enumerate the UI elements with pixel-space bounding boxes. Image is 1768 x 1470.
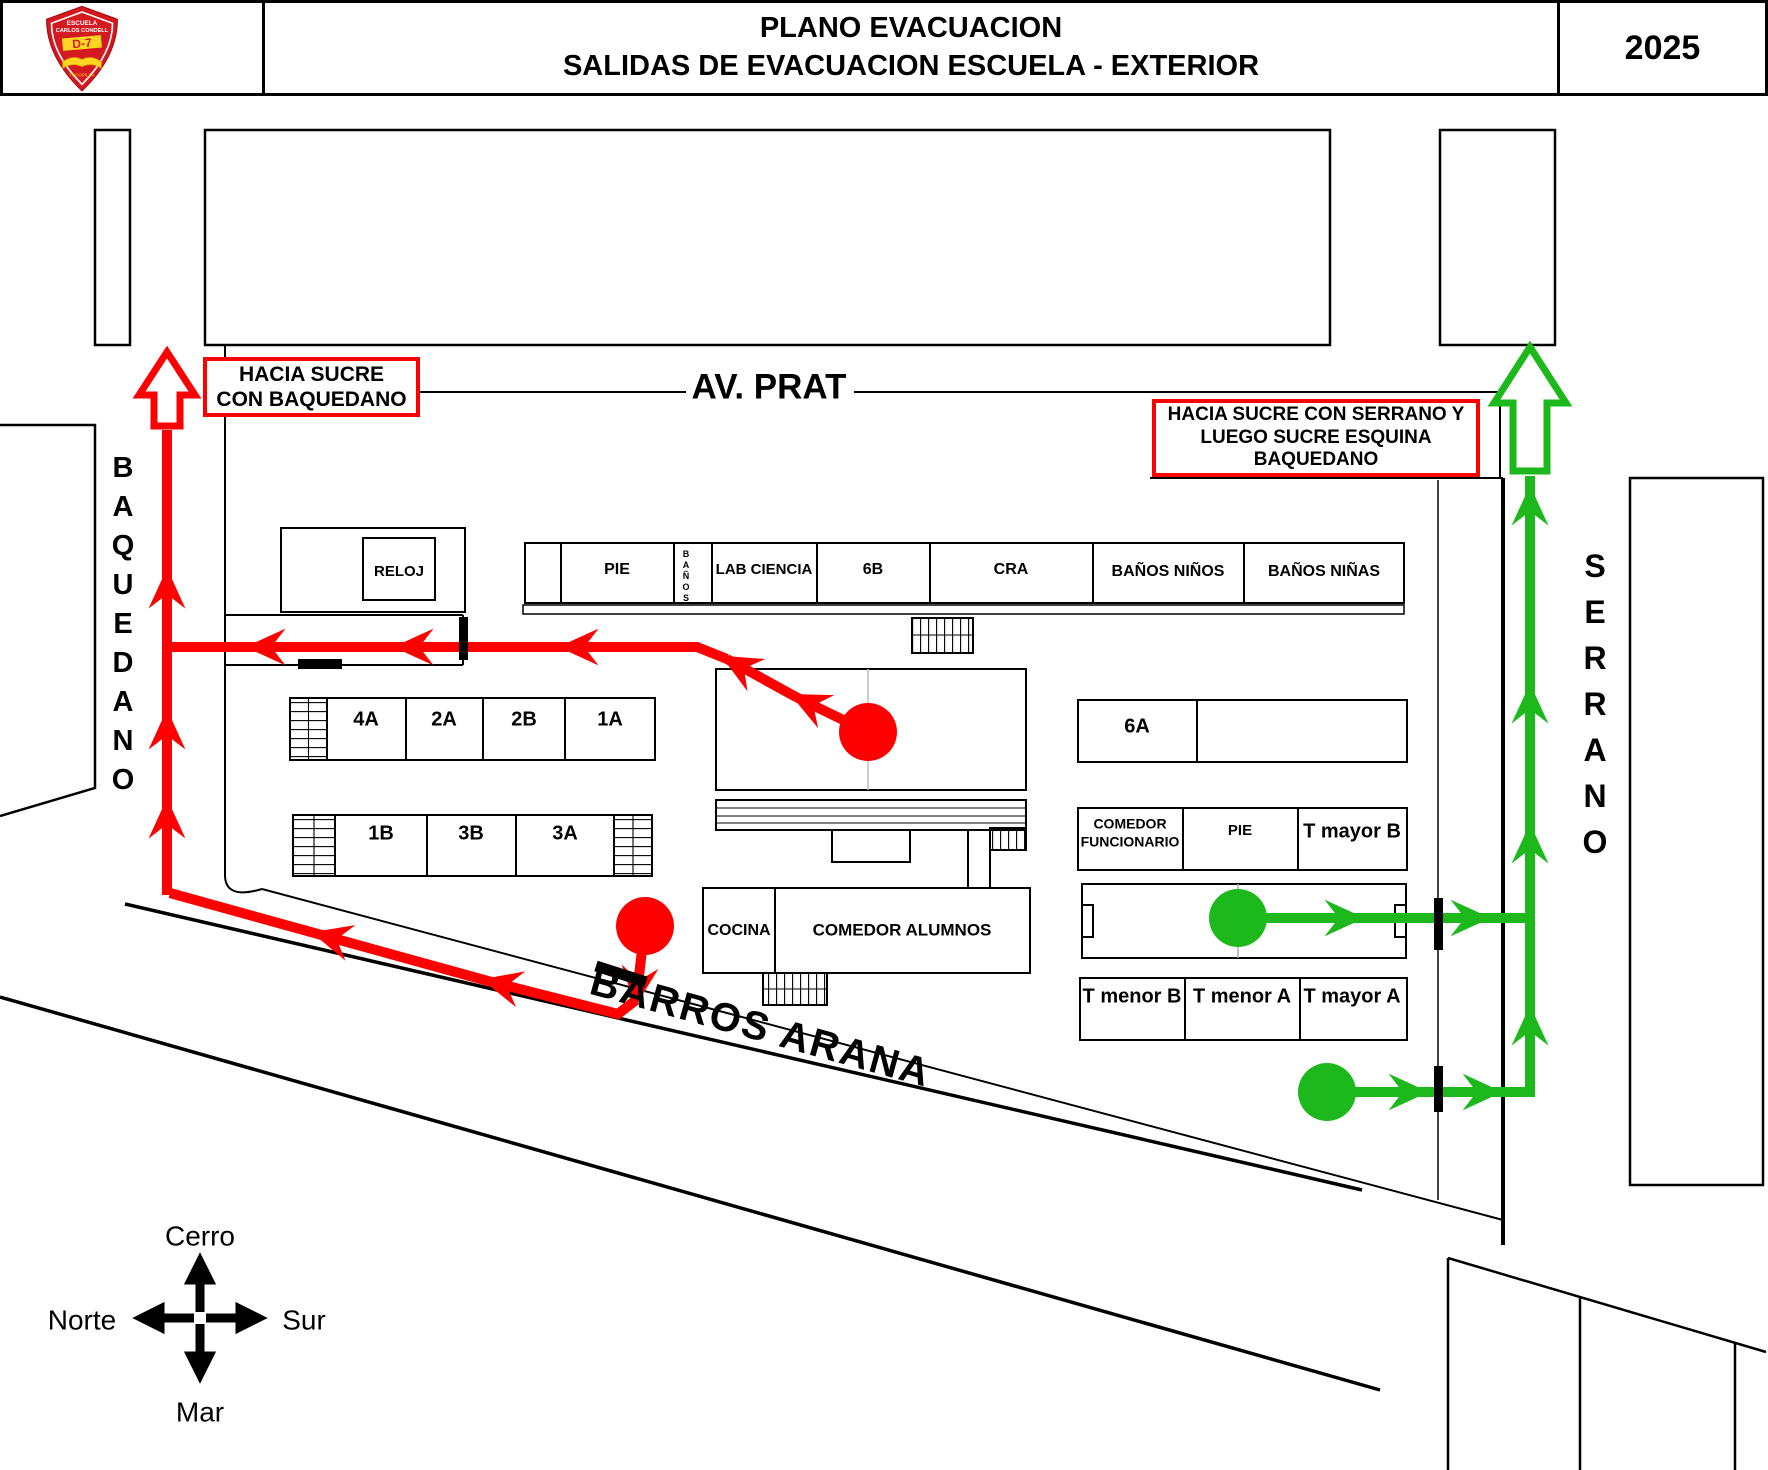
room-row-comedor-funcionario: COMEDOR FUNCIONARIO PIE T mayor B [1077,807,1408,871]
red-exit-label: HACIA SUCRE CON BAQUEDANO [203,357,420,417]
plan-year: 2025 [1624,28,1701,67]
compass-label-left: Norte [48,1304,116,1335]
gallery-steps [716,807,1026,824]
compass-center [194,1312,206,1324]
room-label: BAÑOS NIÑAS [1268,560,1380,580]
northeast-strip [1438,128,1557,347]
title-line2: SALIDAS DE EVACUACION ESCUELA - EXTERIOR [562,50,1260,82]
west-entry-corridor [225,614,464,666]
green-assembly-point [1298,1063,1356,1121]
room-label: LAB CIENCIA [716,561,813,578]
street-label-barros-arana: BARROS ARANA [585,959,935,1095]
red-assembly-point [839,703,897,761]
green-exit-line1: HACIA SUCRE CON SERRANO Y [1167,404,1465,426]
gates [298,617,1443,1112]
green-exit-label: HACIA SUCRE CON SERRANO Y LUEGO SUCRE ES… [1152,399,1480,477]
green-exit-arrow-icon [1487,340,1573,475]
green-exit-line2: LUEGO SUCRE ESQUINA [1200,426,1432,448]
east-sidewalk-block [1628,476,1765,1187]
red-exit-line1: HACIA SUCRE [238,362,385,386]
room-label: FUNCIONARIO [1081,834,1180,850]
room-label: CRA [994,561,1029,578]
green-assembly-point [1209,889,1267,947]
room-label: 4A [353,708,379,730]
north-corridor [522,604,1405,615]
room-label: T mayor B [1303,820,1401,842]
av-prat-label-bg [686,364,854,410]
north-block [203,128,1332,347]
room-label: 2A [431,708,457,730]
south-fence [261,888,1504,1221]
room-label: 6A [1124,715,1150,737]
dining-building: COCINA COMEDOR ALUMNOS [702,887,1031,1006]
gate [1434,1066,1443,1112]
room-label: 2B [511,708,537,730]
red-exit-arrow-icon [132,345,202,430]
logo-school-line2: CARLOS CONDELL [56,28,109,34]
room-label: PIE [1228,822,1252,839]
logo-school-line1: ESCUELA [67,20,98,27]
compass-label-up: Cerro [165,1220,235,1251]
room-label: 1B [368,822,394,844]
room-row-6a: 6A [1077,699,1408,763]
green-exit-line3: BAQUEDANO [1253,449,1379,471]
room-label: COMEDOR ALUMNOS [813,920,992,939]
central-hall [715,617,1027,888]
street-label-baquedano: BAQUEDANO [107,452,139,803]
staircase [989,827,1027,851]
room-row-t-menor: T menor B T menor A T mayor A [1079,977,1408,1041]
gate [594,960,648,988]
northwest-strip [93,128,132,347]
logo-book-icon [62,57,102,70]
barros-arana-north-edge [124,902,1363,1192]
red-evacuation-route [148,430,871,1020]
room-label: COMEDOR [1093,816,1166,832]
header: ESCUELA CARLOS CONDELL D-7 TOCOPILLA PLA… [0,0,1768,96]
barros-arana-south-edge [0,995,1381,1392]
compass-label-down: Mar [176,1396,224,1427]
compass-label-right: Sur [282,1304,326,1335]
room-label: PIE [604,561,630,578]
classroom-row-1b: 1B 3B 3A [292,814,653,877]
red-assembly-point [616,897,674,955]
logo-motto: TOCOPILLA [69,72,95,77]
room-label: T menor B [1083,985,1182,1007]
passage [967,830,991,888]
logo-code: D-7 [72,36,93,52]
page-title: PLANO EVACUACION SALIDAS DE EVACUACION E… [265,3,1560,93]
room-reloj: RELOJ [280,527,466,613]
room-label: T menor A [1193,985,1291,1007]
street-label-av-prat: AV. PRAT [692,367,847,406]
southeast-block [1446,1256,1767,1470]
room-label: 3B [458,822,484,844]
room-label: 6B [863,561,883,578]
title-line1: PLANO EVACUACION [759,12,1063,45]
header-logo-cell: ESCUELA CARLOS CONDELL D-7 TOCOPILLA [3,3,265,93]
room-label: BAÑOS NIÑOS [1112,560,1225,580]
room-label-banos: BAÑOS [681,549,691,604]
street-label-serrano: SERRANO [1577,548,1613,870]
compass: Cerro Mar Norte Sur [48,1220,326,1427]
gate [298,659,342,669]
classroom-row-4a: 4A 2A 2B 1A [289,697,656,761]
school-logo-icon: ESCUELA CARLOS CONDELL D-7 TOCOPILLA [46,5,118,92]
room-label: COCINA [707,922,771,939]
room-label: 3A [552,822,578,844]
room-label: T mayor A [1303,985,1400,1007]
west-block [0,423,97,818]
room-label: 1A [597,708,623,730]
room-label: RELOJ [374,563,424,580]
north-room-row: PIE LAB CIENCIA 6B CRA BAÑOS NIÑOS BAÑOS… [524,542,1405,604]
red-exit-line2: CON BAQUEDANO [216,388,407,411]
gate [1434,898,1443,950]
gate [459,617,468,660]
west-fence [224,345,263,894]
school-buildings: RELOJ PIE LAB CIENCIA 6B CRA BAÑOS NIÑOS… [225,527,1408,1041]
